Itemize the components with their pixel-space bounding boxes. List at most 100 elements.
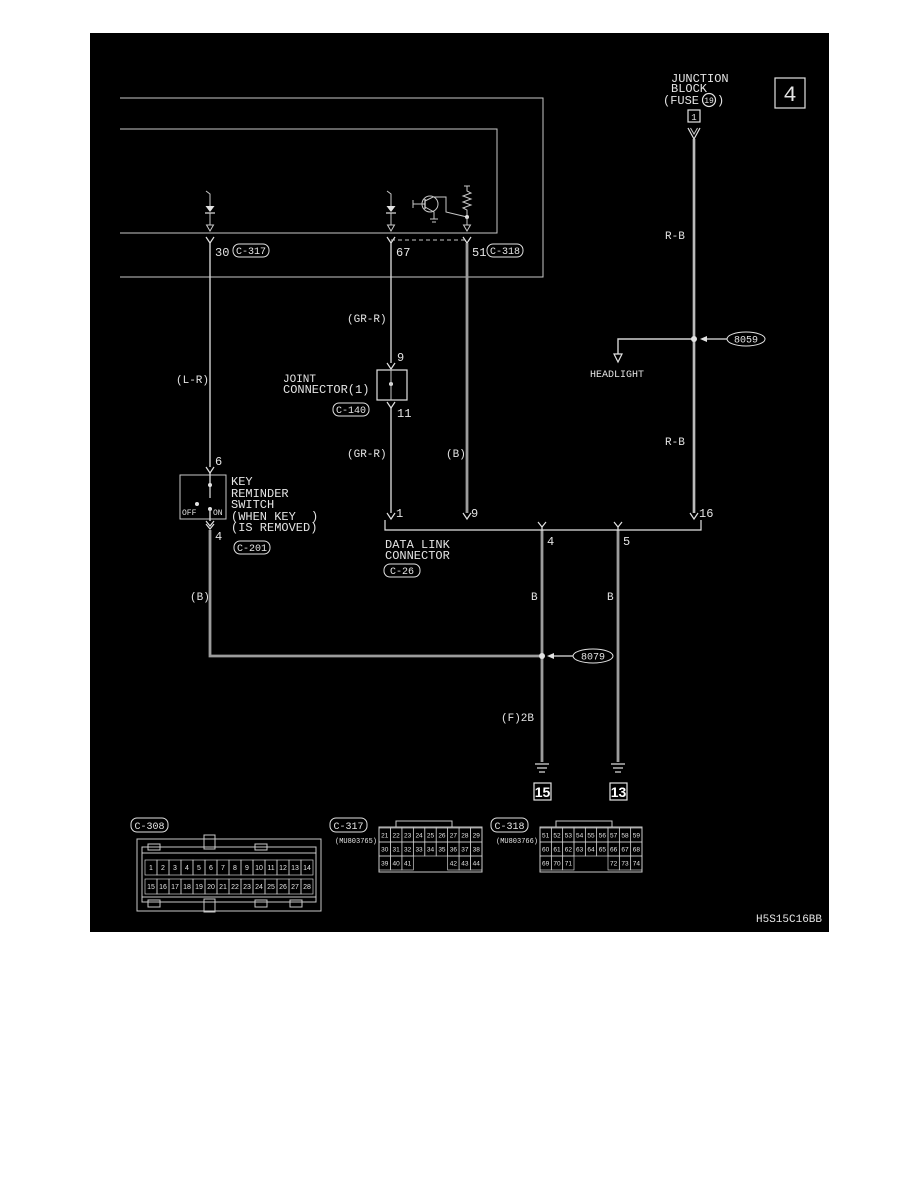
connector-tag-c201-label: C-201 — [237, 544, 267, 555]
connector-view-tag — [130, 817, 169, 833]
fuse-label-prefix: (FUSE — [663, 94, 699, 108]
key-reminder-switch: 6 OFF ON 4 KEY REMINDER SWITCH (WHEN KEY… — [179, 455, 318, 555]
connector-tab — [289, 899, 303, 908]
connector-housing — [136, 838, 322, 912]
connector-pin-number: 74 — [633, 860, 641, 867]
connector-pin-number: 44 — [473, 860, 481, 867]
connector-pin-number: 38 — [473, 846, 481, 853]
connector-pin-number: 7 — [221, 865, 225, 872]
splice-point — [691, 336, 697, 342]
switch-label-line2: REMINDER — [231, 487, 289, 501]
connector-tab — [254, 899, 268, 908]
connector-pin-cell — [562, 855, 575, 871]
dlc-pin-1: 1 — [396, 507, 403, 521]
connector-pin-number: 22 — [393, 832, 401, 839]
connector-pin-number: 60 — [542, 846, 550, 853]
connector-pin-number: 54 — [576, 832, 584, 839]
connector-pin-number: 23 — [404, 832, 412, 839]
connector-pin-number: 33 — [415, 846, 423, 853]
connector-pin-number: 25 — [267, 884, 275, 891]
connector-pin-number: 28 — [461, 832, 469, 839]
dlc-body — [384, 520, 702, 531]
wire-headlight-branch — [617, 338, 694, 354]
splice-leader-arrowhead — [700, 336, 707, 342]
data-link-connector: 1 9 16 4 5 DATA LINK CONNECTOR C-26 — [383, 507, 713, 578]
fuse-number: 19 — [704, 97, 714, 106]
output-arrow — [462, 224, 472, 232]
transistor-symbol — [412, 195, 468, 223]
connector-pin-number: 42 — [450, 860, 458, 867]
connector-pin-number: 22 — [231, 884, 239, 891]
connector-part-number: (MU803766) — [496, 838, 538, 846]
joint-connector: 9 11 JOINT CONNECTOR(1) C-140 — [283, 351, 411, 421]
junction-block-label-line1: JUNCTION — [671, 72, 729, 86]
splice-8079: 8079 — [539, 648, 614, 664]
connector-pin-number: 58 — [621, 832, 629, 839]
connector-pin-number: 9 — [245, 865, 249, 872]
switch-label-line5: (IS REMOVED) — [231, 521, 317, 535]
connector-tag-c318 — [486, 243, 524, 258]
joint-connector-body — [376, 369, 408, 401]
ground-15: 15 — [533, 763, 552, 801]
joint-connector-pin-out: 11 — [397, 407, 411, 421]
connector-pin-number: 51 — [542, 832, 550, 839]
connector-pin-number: 30 — [381, 846, 389, 853]
diode-lead — [205, 190, 211, 206]
resistor-symbol — [461, 185, 473, 232]
dlc-pin-9: 9 — [471, 507, 478, 521]
connector-pin-number: 69 — [542, 860, 550, 867]
joint-connector-pin-in: 9 — [397, 351, 404, 365]
switch-body — [179, 474, 227, 520]
ecu-outer-frame — [120, 97, 544, 278]
connector-key — [395, 820, 453, 827]
junction-pin-arrow-inner — [690, 127, 698, 135]
connector-view-tag — [490, 817, 529, 833]
pin-chevron — [386, 401, 396, 410]
connector-pin-number: 27 — [450, 832, 458, 839]
switch-on-label: ON — [213, 509, 223, 518]
connector-tag-c140 — [332, 402, 370, 417]
connector-pin-number: 63 — [576, 846, 584, 853]
wire-color-f-2b: (F)2B — [501, 713, 534, 725]
page-ref-number: 4 — [783, 83, 796, 108]
connector-pin-number: 14 — [303, 865, 311, 872]
connector-view-id: C-317 — [333, 822, 363, 833]
ecu-inner-frame — [120, 128, 498, 234]
connector-part-number: (MU803765) — [335, 838, 377, 846]
connector-pin-number: 15 — [147, 884, 155, 891]
ground-number: 13 — [611, 784, 627, 800]
connector-pin-number: 56 — [599, 832, 607, 839]
wire-color-b-dlc5: B — [607, 592, 614, 604]
dlc-label-line2: CONNECTOR — [385, 549, 450, 563]
connector-pin-number: 21 — [381, 832, 389, 839]
output-arrow — [386, 224, 396, 232]
connector-pin-number: 19 — [195, 884, 203, 891]
headlight-label: HEADLIGHT — [590, 370, 644, 381]
dlc-label-line1: DATA LINK — [385, 538, 451, 552]
fuse-label-suffix: ) — [717, 94, 724, 108]
switch-label-line4-close: ) — [311, 510, 318, 524]
connector-pin-number: 20 — [207, 884, 215, 891]
connector-pin-number: 24 — [415, 832, 423, 839]
fuse-number-circle — [701, 92, 717, 108]
connector-pin-number: 61 — [553, 846, 561, 853]
pin-chevron — [386, 512, 396, 521]
connector-tag-c317-label: C-317 — [236, 247, 266, 258]
splice-tag — [726, 331, 766, 347]
transistor-body — [421, 195, 439, 213]
pin-chevron — [462, 512, 472, 521]
connector-pin-number: 18 — [183, 884, 191, 891]
connector-pin-cell — [401, 855, 414, 871]
junction-pin-box — [687, 109, 701, 123]
ground-number: 15 — [535, 784, 551, 800]
ecu-block — [120, 97, 544, 278]
connector-pin-number: 8 — [233, 865, 237, 872]
connector-pin-number: 3 — [173, 865, 177, 872]
connector-pin-number: 13 — [291, 865, 299, 872]
connector-view-id: C-308 — [134, 822, 164, 833]
connector-pin-number: 31 — [393, 846, 401, 853]
connector-pin-number: 35 — [438, 846, 446, 853]
